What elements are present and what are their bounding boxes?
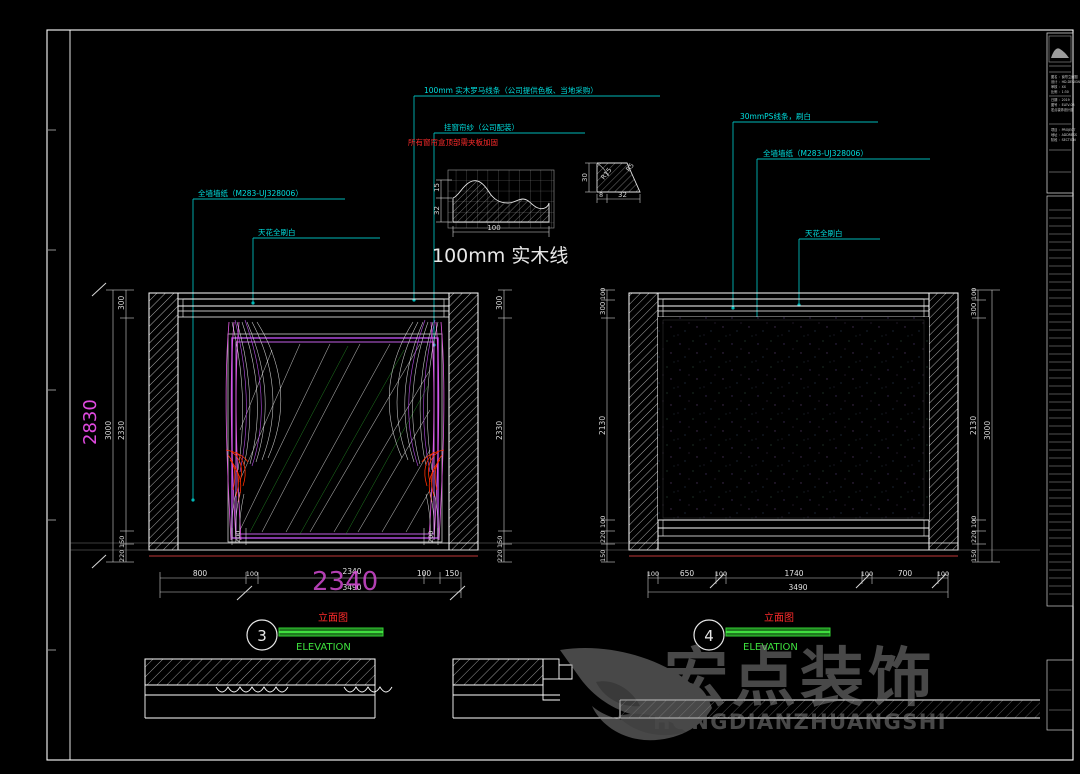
right-elev-vertical-dims-right [972, 289, 1000, 563]
right-elev-rdim-3000: 3000 [983, 421, 992, 440]
right-elev-rdim-100b: 100 [970, 516, 978, 528]
left-elev-dim-magenta-2830: 2830 [80, 399, 101, 445]
left-elev-dim-300: 300 [117, 295, 126, 310]
svg-text:阶段 ：SECTION: 阶段 ：SECTION [1051, 137, 1076, 142]
left-elev-bottom-dims [159, 572, 462, 598]
right-elev-ldim-100a: 100 [599, 288, 607, 300]
elevation-tag-4-title-en: ELEVATION [743, 642, 798, 653]
svg-text:地址 ：ADDRESS: 地址 ：ADDRESS [1051, 132, 1077, 137]
right-elev-ldim-2130: 2130 [598, 416, 607, 435]
left-elev-bdim-100a: 100 [246, 570, 258, 578]
svg-text:审核 ：XX: 审核 ：XX [1051, 84, 1067, 89]
elevation-tag-4-title-cn: 立面图 [764, 611, 794, 624]
left-elev-rdim-300: 300 [495, 295, 504, 310]
construction-lines [70, 542, 1040, 551]
right-elev-bottom-dims [647, 572, 949, 598]
elevation-tag-3-number: 3 [257, 627, 267, 645]
annotation-top-1: 100mm 实木罗马线条（公司提供色板、当地采购） [424, 85, 598, 95]
small-detail-dim-8: 8 [599, 191, 603, 199]
right-elev-bdim-100b: 100 [715, 570, 727, 578]
annotation-right-1: 30mmPS线条，刷白 [740, 111, 811, 121]
small-section-detail: 30 8 32 R15 R5 [581, 161, 641, 203]
profile-dim-32: 32 [433, 206, 441, 215]
small-detail-dim-32: 32 [618, 191, 627, 199]
title-block: 图名 ：窗帘立面图 设计 ：HD-DESIGN 审核 ：XX 比例 ：1:30 … [1046, 32, 1080, 731]
left-elev-dim-150: 150 [118, 536, 126, 548]
annotation-left-2: 天花全刷白 [258, 227, 296, 237]
annotation-texts: 100mm 实木罗马线条（公司提供色板、当地采购） 挂窗帘纱（公司配装） 所有窗… [198, 85, 868, 238]
left-elev-bdim-magenta: 2340 [312, 567, 378, 597]
svg-text:设计 ：HD-DESIGN: 设计 ：HD-DESIGN [1051, 79, 1080, 84]
paper-edge-marks [47, 129, 56, 651]
curtain-left [225, 319, 282, 541]
left-elev-inner-dim-left: 200 [234, 531, 242, 543]
right-elev-bdim-650: 650 [680, 569, 695, 578]
elevation-tag-3: 3 立面图 ELEVATION [246, 611, 384, 653]
left-elev-rdim-2330: 2330 [495, 421, 504, 440]
left-elev-dim-220: 220 [118, 550, 126, 562]
left-elev-bdim-800: 800 [193, 569, 208, 578]
curtain-right [388, 319, 445, 541]
right-elev-rdim-220: 220 [970, 531, 978, 543]
moulding-profile-detail: 15 32 100 100mm 实木线 [432, 169, 568, 267]
watermark: 宏点装饰 HONGDIANZHUANGSHI [560, 642, 947, 741]
svg-text:项目 ：PROJECT: 项目 ：PROJECT [1051, 128, 1075, 132]
left-elev-dim-3000: 3000 [104, 421, 113, 440]
elevation-tag-4-number: 4 [704, 627, 714, 645]
right-elev-ldim-300: 300 [599, 302, 607, 315]
bottom-plan-section [144, 658, 1040, 719]
annotation-right-3: 天花全刷白 [805, 228, 843, 238]
watermark-text-en: HONGDIANZHUANGSHI [653, 710, 947, 734]
annotation-top-2: 挂窗帘纱（公司配装） [444, 122, 519, 132]
left-elev-rdim-220: 220 [496, 550, 504, 562]
svg-text:图号 ：ELEV-03: 图号 ：ELEV-03 [1051, 102, 1075, 107]
left-elev-inner-dim-right: 200 [427, 531, 435, 543]
small-detail-dim-30: 30 [581, 173, 589, 182]
right-elev-rdim-100a: 100 [970, 288, 978, 300]
elevation-left: 200 200 300 2330 150 220 3000 2830 [80, 282, 512, 653]
right-elev-ldim-220: 220 [599, 531, 607, 543]
small-detail-label-r5: R5 [624, 161, 636, 173]
profile-dim-15: 15 [433, 183, 441, 192]
annotation-top-3-warning: 所有窗帘盒顶部需夹板加固 [408, 137, 498, 147]
right-elev-rdim-150: 150 [970, 550, 978, 562]
svg-text:宏点装饰设计部: 宏点装饰设计部 [1051, 107, 1074, 112]
right-elev-bdim-700: 700 [898, 569, 913, 578]
right-elev-bdim-100a: 100 [647, 570, 659, 578]
right-elev-bdim-100d: 100 [937, 570, 949, 578]
elevation-tag-3-title-cn: 立面图 [318, 611, 348, 624]
elevation-tag-3-title-en: ELEVATION [296, 642, 351, 653]
right-elev-rdim-300: 300 [970, 303, 978, 316]
watermark-text-cn: 宏点装饰 [664, 642, 936, 716]
profile-title: 100mm 实木线 [432, 245, 568, 267]
left-elev-vertical-dims-right [498, 289, 512, 563]
right-elev-ldim-150: 150 [599, 550, 607, 562]
right-elev-vertical-dims-left [601, 289, 615, 563]
left-elev-rdim-150: 150 [496, 536, 504, 548]
right-elev-ldim-100b: 100 [599, 516, 607, 528]
elevation-tag-4: 4 立面图 ELEVATION [693, 611, 831, 653]
svg-text:日期 ：2019: 日期 ：2019 [1051, 97, 1070, 102]
left-elev-bdim-100b: 100 [417, 569, 432, 578]
left-elev-dim-2330: 2330 [117, 421, 126, 440]
svg-text:比例 ：1:30: 比例 ：1:30 [1051, 89, 1069, 94]
left-elev-vertical-dims-left [106, 289, 134, 563]
right-elev-rdim-2130: 2130 [969, 416, 978, 435]
profile-dim-100: 100 [487, 224, 500, 232]
annotation-left-1: 全墙墙纸（M283-UJ328006） [198, 188, 303, 198]
elevation-right: 100 300 2130 100 220 150 100 300 2130 10… [598, 288, 1000, 653]
left-elev-bdim-2340: 2340 [342, 567, 361, 576]
left-elev-bdim-150: 150 [445, 569, 460, 578]
right-elev-bdim-1740: 1740 [784, 569, 803, 578]
right-elev-bdim-total: 3490 [788, 583, 807, 592]
right-elev-bdim-100c: 100 [861, 570, 873, 578]
annotation-right-2: 全墙墙纸（M283-UJ328006） [763, 148, 868, 158]
svg-text:图名 ：窗帘立面图: 图名 ：窗帘立面图 [1051, 74, 1078, 79]
left-elev-bdim-total: 3490 [342, 583, 361, 592]
